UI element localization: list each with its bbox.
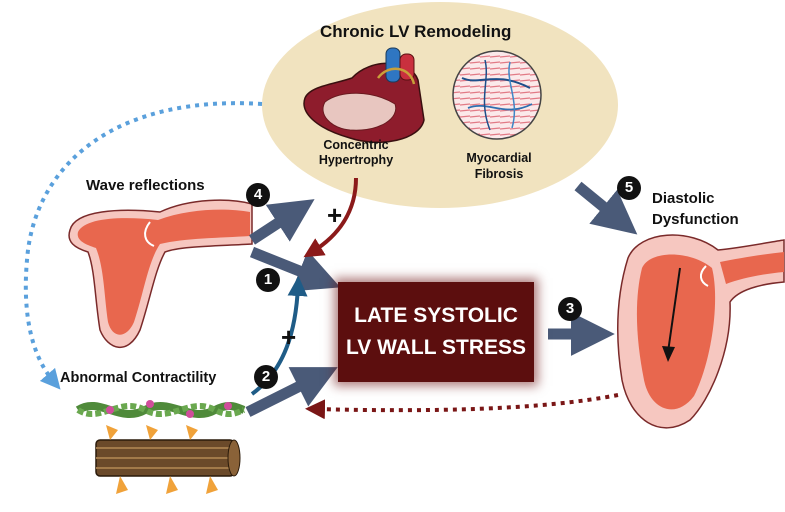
arrow-2 (245, 367, 338, 417)
dotted-arrow-remodeling-to-contractility (23, 101, 263, 390)
fibrosis-illustration (452, 50, 542, 140)
hypertrophy-line1: Concentric (323, 138, 389, 152)
myofilament-illustration (75, 400, 246, 494)
late-systolic-stress-box: LATE SYSTOLIC LV WALL STRESS (338, 282, 534, 382)
diastolic-line2: Dysfunction (652, 211, 739, 228)
diastolic-line1: Diastolic (652, 190, 715, 207)
step-badge-1: 1 (256, 268, 280, 292)
plus-sign-hypertrophy: + (327, 200, 343, 230)
arrow-1 (249, 246, 341, 292)
fibrosis-line1: Myocardial (466, 151, 532, 165)
hypertrophic-heart-illustration (303, 47, 425, 144)
plus-sign-contractility: + (281, 322, 297, 352)
hypertrophy-line2: Hypertrophy (318, 153, 394, 167)
myocardial-fibrosis-label: Myocardial Fibrosis (464, 150, 534, 182)
concentric-hypertrophy-label: Concentric Hypertrophy (316, 138, 396, 168)
red-arrow-hypertrophy-to-stress (303, 177, 358, 258)
arrow-5 (574, 181, 638, 235)
diastolic-dysfunction-label: Diastolic Dysfunction (652, 188, 739, 230)
fibrosis-line2: Fibrosis (474, 167, 524, 181)
step-badge-2: 2 (254, 365, 278, 389)
arrow-4 (248, 199, 315, 245)
dotted-arrow-dysfunction-to-stress (305, 393, 619, 420)
remodeling-ellipse (262, 2, 618, 208)
artery-illustration (68, 199, 253, 349)
step-badge-4: 4 (246, 183, 270, 207)
step-badge-3: 3 (558, 297, 582, 321)
lv-heart-illustration (617, 234, 785, 429)
chronic-remodeling-title: Chronic LV Remodeling (320, 22, 512, 41)
stress-line2: LV WALL STRESS (345, 336, 527, 359)
abnormal-contractility-label: Abnormal Contractility (60, 370, 217, 386)
stress-line1: LATE SYSTOLIC (354, 304, 518, 327)
wave-reflections-label: Wave reflections (86, 177, 205, 194)
step-badge-5: 5 (617, 176, 641, 200)
